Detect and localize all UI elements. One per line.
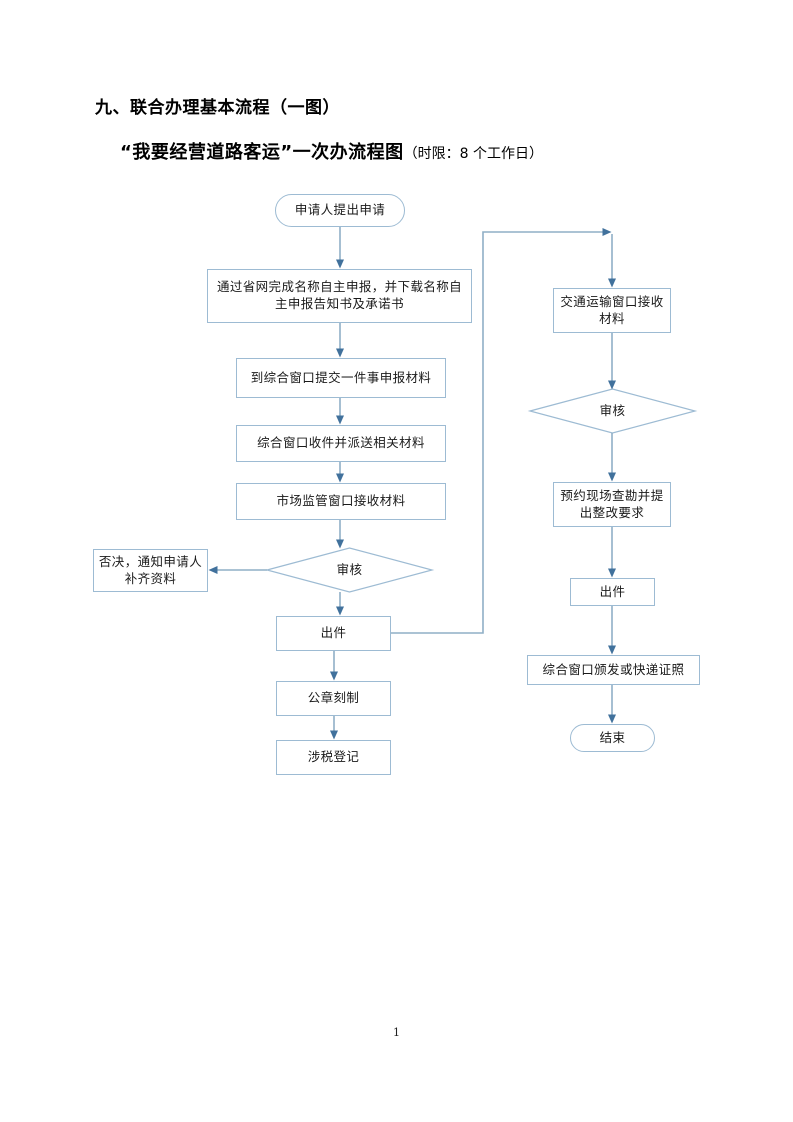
node-comprehensive-window-receive-dispatch[interactable]: 综合窗口收件并派送相关材料: [236, 425, 446, 462]
node-comprehensive-window-issue-or-courier[interactable]: 综合窗口颁发或快递证照: [527, 655, 700, 685]
node-issue-documents-right[interactable]: 出件: [570, 578, 655, 606]
node-review-right[interactable]: 审核: [599, 402, 626, 418]
node-applicant-submits[interactable]: 申请人提出申请: [275, 194, 405, 227]
chart-title: “我要经营道路客运”一次办流程图（时限：8 个工作日）: [120, 138, 543, 164]
node-reject-notify-applicant[interactable]: 否决，通知申请人补齐资料: [93, 549, 208, 592]
decision-diamond-left: [264, 547, 435, 593]
page-title: 九、联合办理基本流程（一图）: [95, 98, 340, 118]
node-review-left[interactable]: 审核: [336, 561, 363, 577]
node-official-seal-engraving[interactable]: 公章刻制: [276, 681, 391, 716]
node-transport-window-receive[interactable]: 交通运输窗口接收材料: [553, 288, 671, 333]
node-issue-documents-left[interactable]: 出件: [276, 616, 391, 651]
node-market-supervision-window-receive[interactable]: 市场监管窗口接收材料: [236, 483, 446, 520]
chart-title-note: （时限：8 个工作日）: [403, 146, 544, 162]
page-number: 1: [393, 1026, 400, 1039]
decision-diamond-right: [527, 388, 698, 434]
node-end[interactable]: 结束: [570, 724, 655, 752]
node-submit-to-comprehensive-window[interactable]: 到综合窗口提交一件事申报材料: [236, 358, 446, 398]
node-tax-registration[interactable]: 涉税登记: [276, 740, 391, 775]
chart-title-main: “我要经营道路客运”一次办流程图: [120, 142, 404, 163]
node-provincial-name-declaration[interactable]: 通过省网完成名称自主申报，并下载名称自主申报告知书及承诺书: [207, 269, 472, 323]
node-schedule-site-inspection[interactable]: 预约现场查勘并提出整改要求: [553, 482, 671, 527]
